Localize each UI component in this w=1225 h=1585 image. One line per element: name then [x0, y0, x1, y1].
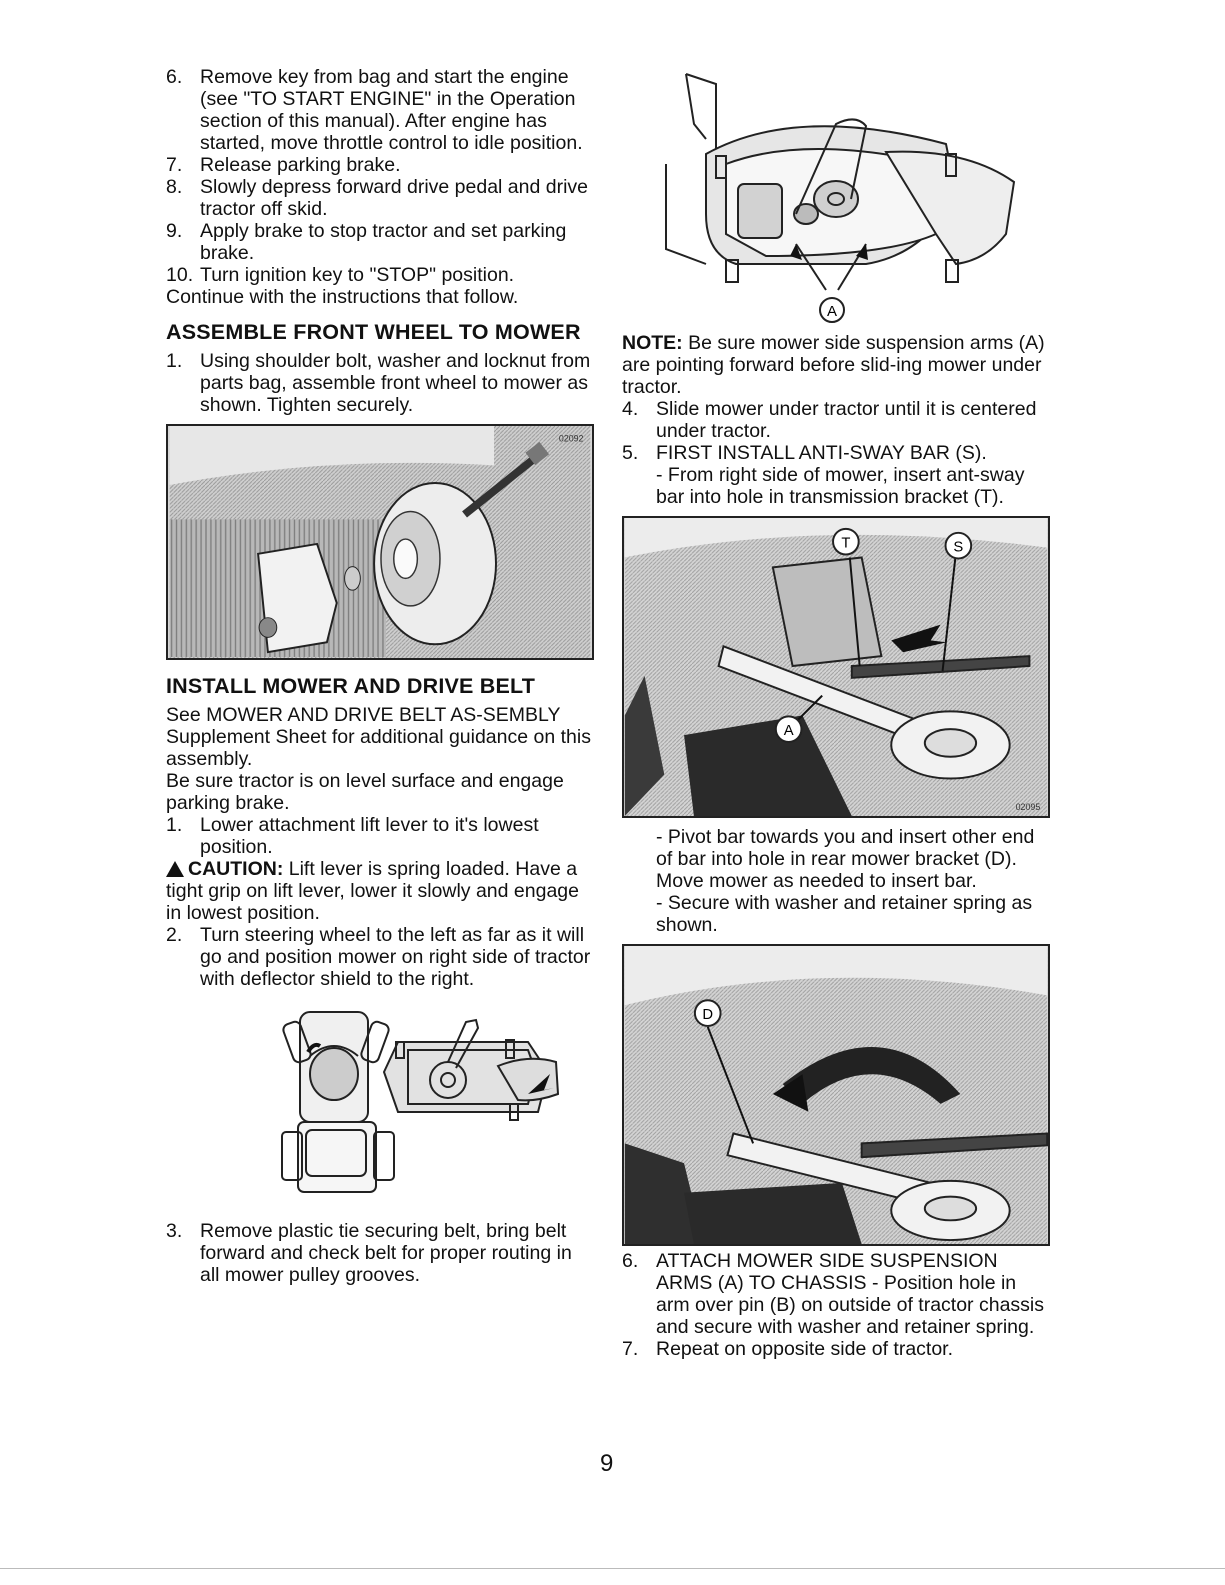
step-8: 8.Slowly depress forward drive pedal and…: [166, 176, 589, 220]
left-column: 6.Remove key from bag and start the engi…: [166, 66, 596, 1286]
anti-sway-bar-illustration: T S A 02095: [624, 518, 1048, 816]
right-column: A NOTE: Be sure mower side suspension ar…: [622, 64, 1052, 1360]
mower-deck-figure: A: [646, 64, 1026, 332]
page-number: 9: [600, 1450, 614, 1477]
tractor-mower-figure: [278, 1002, 578, 1212]
pivot-bar-text: - Pivot bar towards you and insert other…: [656, 826, 1035, 892]
callout-d: D: [702, 1007, 713, 1023]
callout-s: S: [953, 540, 963, 556]
bottom-divider: [0, 1568, 1225, 1569]
warning-icon: [166, 861, 184, 877]
mower-deck-illustration: A: [665, 73, 1016, 323]
secure-text: - Secure with washer and retainer spring…: [656, 892, 1033, 936]
anti-sway-step: 5.FIRST INSTALL ANTI-SWAY BAR (S).: [622, 442, 987, 464]
tractor-mower-illustration: [281, 1011, 560, 1193]
remove-tie-step: 3.Remove plastic tie securing belt, brin…: [166, 1220, 572, 1286]
anti-sway-bar-figure: T S A 02095: [622, 516, 1050, 818]
step-7: 7.Release parking brake.: [166, 154, 401, 176]
wheel-step: 1.Using shoulder bolt, washer and locknu…: [166, 350, 591, 416]
callout-a2-circle: [774, 715, 803, 743]
front-wheel-figure: 02092: [166, 424, 594, 660]
turn-wheel-step: 2.Turn steering wheel to the left as far…: [166, 924, 591, 990]
callout-s-circle: [944, 531, 973, 560]
front-wheel-illustration: 02092: [169, 426, 591, 658]
callout-a2: A: [784, 723, 794, 739]
attach-arms-step: 6.ATTACH MOWER SIDE SUSPENSION ARMS (A) …: [622, 1250, 1044, 1338]
lower-lever-step: 1.Lower attachment lift lever to it's lo…: [166, 814, 539, 858]
callout-t: T: [841, 536, 850, 552]
heading-install-mower: INSTALL MOWER AND DRIVE BELT: [166, 674, 536, 698]
figure-code: 02095: [1016, 802, 1041, 812]
level-surface-text: Be sure tractor is on level surface and …: [166, 770, 564, 814]
step-10: 10.Turn ignition key to "STOP" position.: [166, 264, 515, 286]
figure-code: 02092: [559, 434, 584, 444]
repeat-step: 7.Repeat on opposite side of tractor.: [622, 1338, 954, 1360]
see-supplement-text: See MOWER AND DRIVE BELT AS-SEMBLY Suppl…: [166, 704, 591, 770]
note-paragraph: NOTE: Be sure mower side suspension arms…: [622, 332, 1045, 398]
caution-paragraph: CAUTION: Lift lever is spring loaded. Ha…: [166, 858, 579, 924]
slide-step: 4.Slide mower under tractor until it is …: [622, 398, 1037, 442]
heading-assemble-front-wheel: ASSEMBLE FRONT WHEEL TO MOWER: [166, 320, 581, 344]
callout-d-circle: [693, 999, 722, 1027]
insert-bar-text: - From right side of mower, insert ant-s…: [656, 464, 1025, 508]
step-6: 6.Remove key from bag and start the engi…: [166, 66, 583, 154]
rear-bracket-illustration: D: [624, 946, 1048, 1244]
rear-bracket-figure: D: [622, 944, 1050, 1246]
step-9: 9.Apply brake to stop tractor and set pa…: [166, 220, 567, 264]
callout-a: A: [827, 303, 837, 320]
callout-t-circle: [832, 527, 860, 556]
continue-text: Continue with the instructions that foll…: [166, 286, 519, 308]
callout-a-circle: [819, 297, 845, 323]
